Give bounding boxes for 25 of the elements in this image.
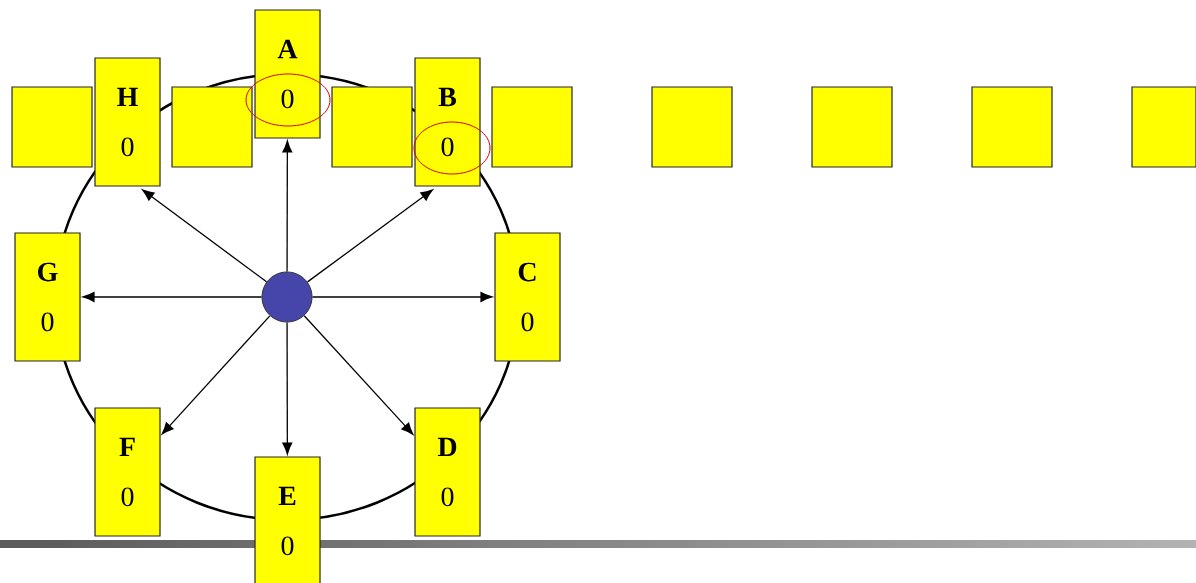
letter-box: A 0 bbox=[254, 9, 321, 139]
square-box bbox=[11, 86, 93, 168]
hub-circle bbox=[261, 271, 313, 323]
arrow bbox=[282, 140, 293, 273]
letter-box: C 0 bbox=[494, 232, 561, 362]
square-box bbox=[811, 86, 893, 168]
square-box bbox=[171, 86, 253, 168]
letter-box: H 0 bbox=[94, 57, 161, 187]
arrow bbox=[311, 292, 493, 302]
letter-box: G 0 bbox=[14, 232, 81, 362]
letter-box: B 0 bbox=[414, 57, 481, 187]
square-box bbox=[1131, 86, 1196, 168]
arrow bbox=[142, 189, 268, 283]
arrow bbox=[161, 315, 271, 435]
square-box bbox=[971, 86, 1053, 168]
letter-box: D 0 bbox=[414, 407, 481, 537]
arrow bbox=[306, 189, 433, 283]
arrow bbox=[82, 292, 263, 302]
letter-box: E 0 bbox=[254, 456, 321, 583]
arrow bbox=[303, 315, 414, 435]
square-box bbox=[491, 86, 573, 168]
letter-box: F 0 bbox=[94, 407, 161, 537]
square-box bbox=[651, 86, 733, 168]
square-box bbox=[331, 86, 413, 168]
arrow bbox=[282, 321, 293, 455]
